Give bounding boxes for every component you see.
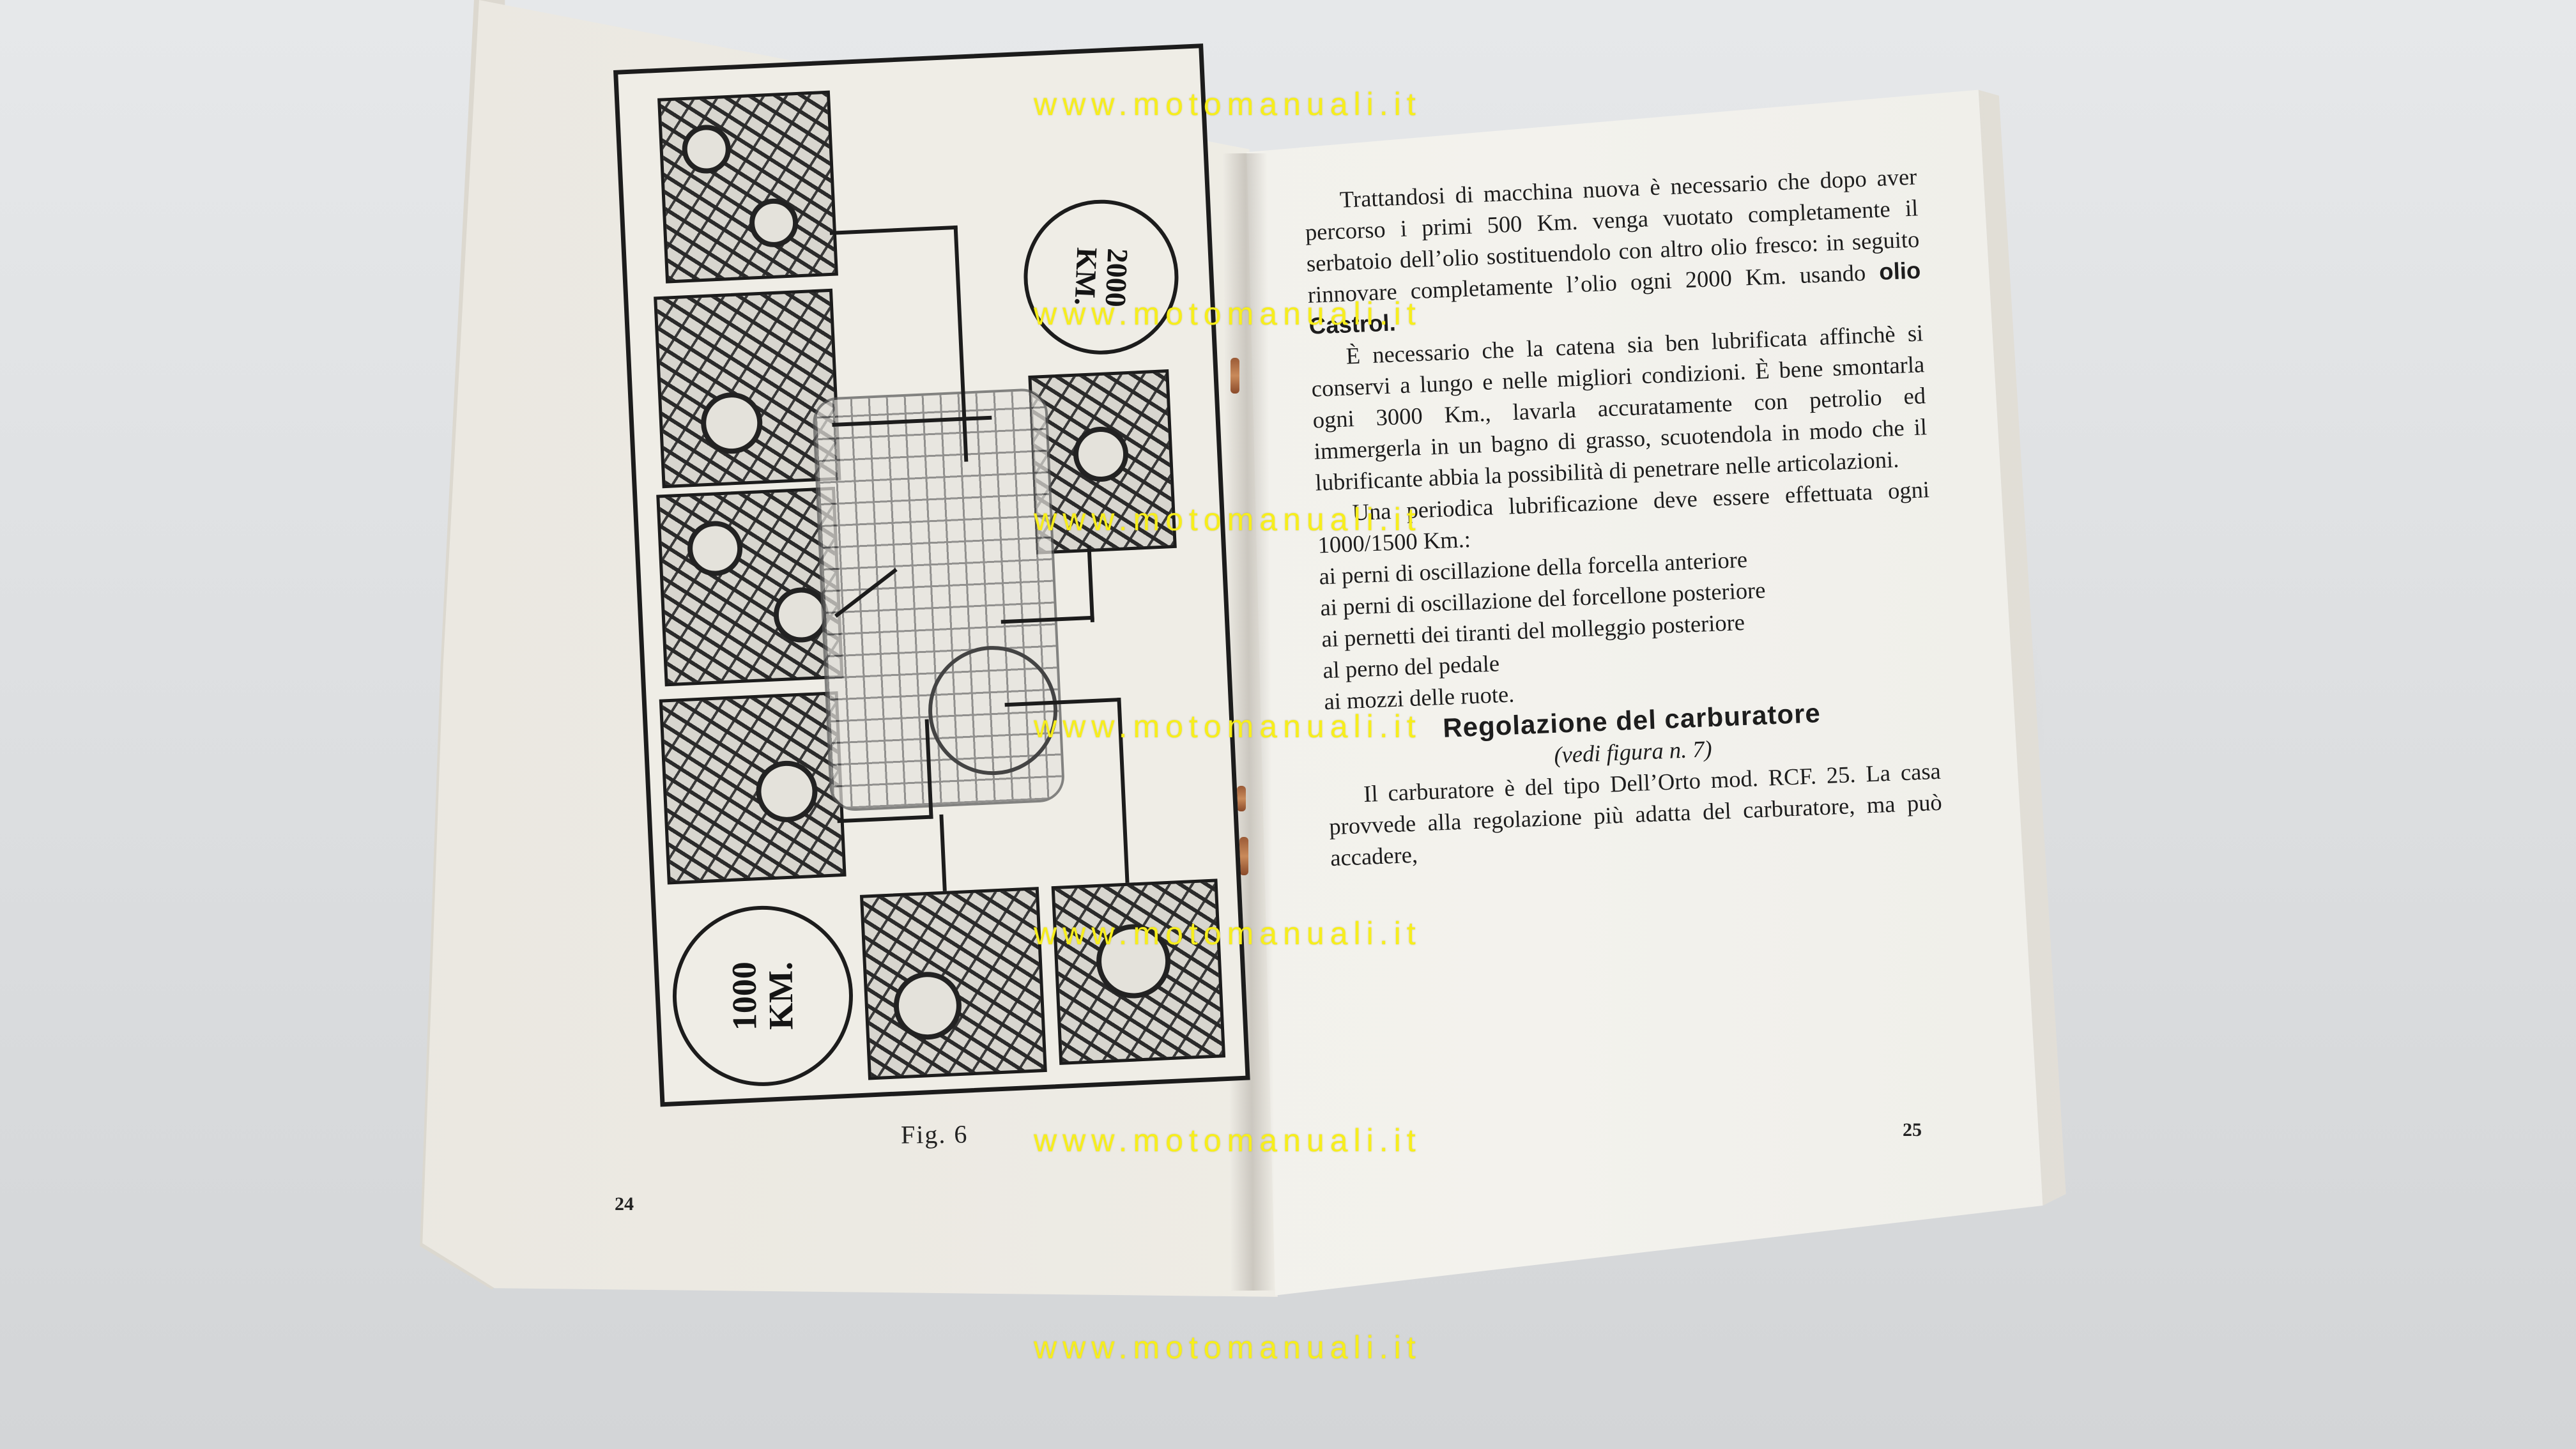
km-bottom-value: 1000 [724,961,764,1031]
km-circle-top: 2000 KM. [1020,196,1182,358]
staple-rust-middle [1237,786,1246,811]
diagram-connector [837,815,933,824]
km-circle-bottom: 1000 KM. [671,905,854,1087]
watermark: www.motomanuali.it [1034,296,1422,332]
diagram-tile-engine [656,486,844,687]
paragraph-oil-change-text: Trattandosi di macchina nuova è necessar… [1305,163,1920,308]
watermark: www.motomanuali.it [1034,916,1422,951]
diagram-tile-wheel-hub [1051,878,1226,1065]
staple-rust-top [1230,358,1239,394]
watermark: www.motomanuali.it [1034,1330,1422,1365]
km-bottom-unit: KM. [761,962,801,1031]
diagram-connector [829,225,958,235]
watermark: www.motomanuali.it [1034,709,1422,744]
watermark: www.motomanuali.it [1034,1123,1422,1158]
watermark: www.motomanuali.it [1034,502,1422,537]
diagram-tile-suspension [659,691,847,885]
diagram-connector [939,814,947,891]
diagram-tile-pedal [859,887,1047,1080]
diagram-connector [1087,545,1094,623]
page-number-right: 25 [1903,1119,1922,1140]
figure-caption: Fig. 6 [900,1119,969,1149]
staple-rust-bottom [1239,837,1248,875]
watermark: www.motomanuali.it [1034,86,1422,122]
page-number-left: 24 [615,1193,634,1215]
diagram-tile-chain [657,90,838,284]
paragraph-chain: È necessario che la catena sia ben lubri… [1310,319,1928,496]
diagram-tile-brake [654,288,841,489]
